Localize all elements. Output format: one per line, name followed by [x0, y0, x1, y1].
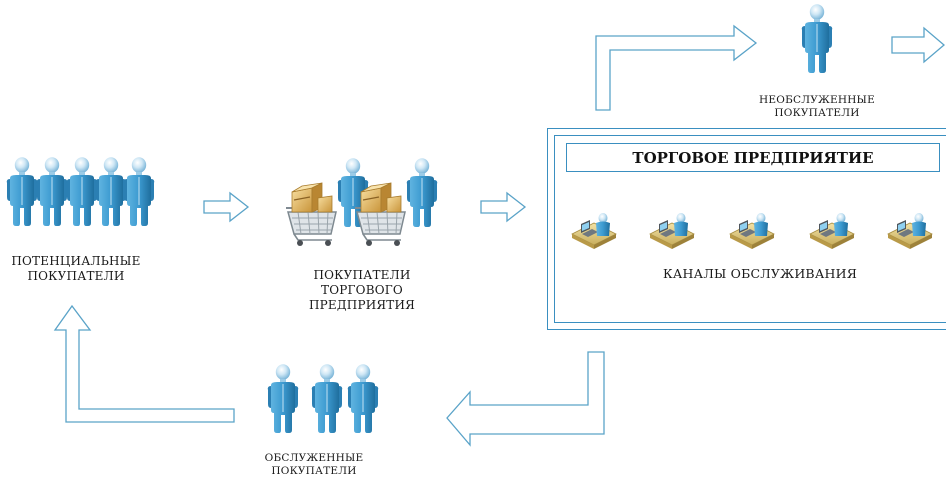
enterprise-frame-inner [554, 135, 946, 323]
flow-arrow-unserved [595, 24, 758, 111]
label-line: ПОКУПАТЕЛИ [774, 107, 860, 120]
flow-arrow-return [53, 304, 235, 423]
unserved-buyers-label: НЕОБСЛУЖЕННЫЕ ПОКУПАТЕЛИ [744, 94, 890, 120]
person-icon [95, 157, 127, 226]
potential-buyers-group [6, 157, 155, 226]
flow-arrow-served [446, 351, 605, 447]
person-icon [347, 364, 379, 433]
person-icon [801, 4, 833, 74]
potential-buyers-label: ПОТЕНЦИАЛЬНЫЕ ПОКУПАТЕЛИ [0, 254, 152, 284]
label-line: ПОКУПАТЕЛИ [313, 268, 411, 282]
shopping-cart-icon [285, 182, 337, 247]
label-line: ТОРГОВОГО [321, 283, 403, 297]
label-line: ПОКУПАТЕЛИ [271, 465, 357, 478]
person-icon [406, 158, 438, 227]
label-line: ОБСЛУЖЕННЫЕ [264, 452, 364, 464]
person-icon [36, 157, 68, 226]
person-icon [66, 157, 98, 226]
store-buyers-label: ПОКУПАТЕЛИ ТОРГОВОГО ПРЕДПРИЯТИЯ [282, 268, 442, 313]
service-channels-label: КАНАЛЫ ОБСЛУЖИВАНИЯ [663, 266, 857, 281]
person-icon [123, 157, 155, 226]
label-line: ПОТЕНЦИАЛЬНЫЕ [11, 254, 141, 268]
flow-arrow-right [480, 192, 526, 222]
label-line: ПОКУПАТЕЛИ [27, 269, 125, 283]
store-buyers-group [285, 158, 438, 247]
enterprise-title: ТОРГОВОЕ ПРЕДПРИЯТИЕ [566, 143, 940, 172]
shopping-cart-icon [354, 182, 406, 247]
flow-arrow-right [203, 192, 249, 222]
served-buyers-group [267, 364, 379, 433]
person-icon [6, 157, 38, 226]
label-line: НЕОБСЛУЖЕННЫЕ [759, 94, 875, 106]
served-buyers-label: ОБСЛУЖЕННЫЕ ПОКУПАТЕЛИ [252, 452, 376, 478]
person-icon [267, 364, 299, 433]
flow-arrow-exit [891, 26, 946, 64]
person-icon [311, 364, 343, 433]
enterprise-frame [547, 128, 946, 330]
label-line: ПРЕДПРИЯТИЯ [308, 298, 416, 312]
